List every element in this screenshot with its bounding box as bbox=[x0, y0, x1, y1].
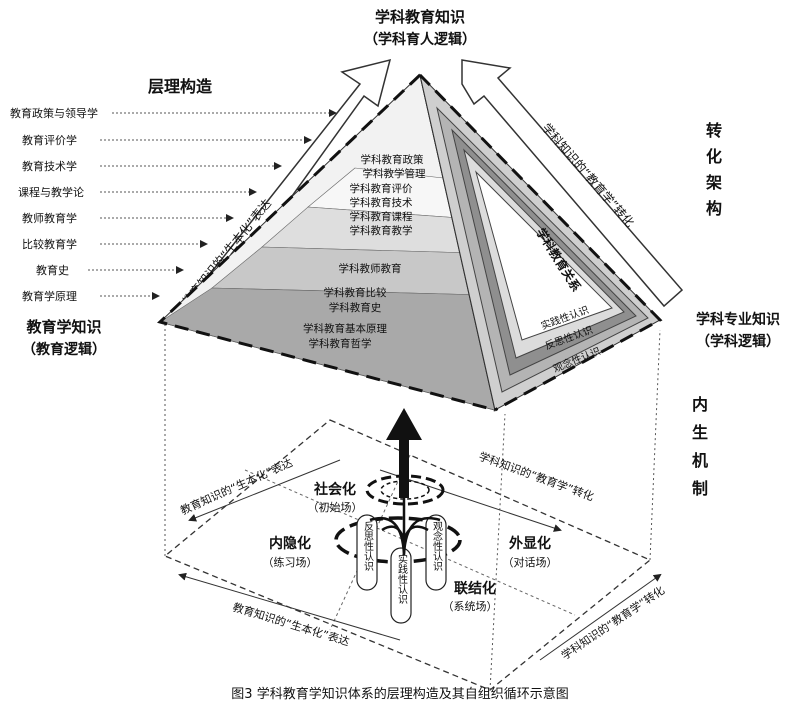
capsule-conceptual bbox=[425, 514, 447, 591]
central-up-arrow bbox=[369, 408, 441, 556]
discipline-item: 教师教育学 bbox=[22, 211, 77, 225]
quadrant-combination-sub: （系统场） bbox=[443, 599, 498, 613]
quadrant-internalization: 内隐化 bbox=[269, 535, 311, 552]
layer2-line2: 学科教育技术 bbox=[350, 196, 413, 209]
base-top-label: 学科知识的“教育学”转化 bbox=[477, 449, 596, 504]
layer4-line1: 学科教育比较 bbox=[324, 286, 387, 299]
discipline-item: 课程与教学论 bbox=[18, 185, 84, 199]
figure-caption: 图3 学科教育学知识体系的层理构造及其自组织循环示意图 bbox=[231, 686, 568, 702]
layer5-line1: 学科教育基本原理 bbox=[303, 322, 387, 335]
discipline-item: 教育评价学 bbox=[22, 133, 77, 147]
discipline-list: 教育政策与领导学 教育评价学 教育技术学 课程与教学论 教师教育学 比较教育学 … bbox=[10, 106, 98, 303]
capsule-reflective-label: 反思性认识 bbox=[362, 521, 374, 572]
quadrant-externalization-sub: （对话场） bbox=[503, 555, 558, 569]
right-heading-3: 架 bbox=[705, 173, 722, 192]
discipline-item: 教育技术学 bbox=[22, 159, 77, 173]
layer4-line2: 学科教育史 bbox=[329, 301, 382, 314]
pyramid-side bbox=[418, 73, 663, 412]
capsule-practical bbox=[390, 547, 412, 624]
layer2-line1: 学科教育评价 bbox=[350, 182, 413, 195]
capsule-conceptual-label: 观念性认识 bbox=[431, 521, 443, 572]
right-heading-4: 构 bbox=[706, 199, 722, 218]
quadrant-combination: 联结化 bbox=[454, 580, 496, 597]
discipline-item: 教育史 bbox=[36, 263, 69, 277]
left-title: 教育学知识 bbox=[25, 318, 101, 336]
layer1-line1: 学科教育政策 bbox=[361, 153, 424, 166]
right-heading-2: 化 bbox=[706, 147, 722, 166]
top-title: 学科教育知识 bbox=[375, 8, 465, 26]
layer2-line4: 学科教育教学 bbox=[350, 224, 413, 237]
mechanism-1: 内 bbox=[692, 395, 708, 414]
pyramid-front bbox=[157, 73, 496, 412]
quadrant-internalization-sub: （练习场） bbox=[263, 555, 318, 569]
left-heading: 层理构造 bbox=[148, 77, 213, 96]
base-bottom-right-label: 学科知识的“教育学”转化 bbox=[559, 583, 667, 662]
quadrant-externalization: 外显化 bbox=[509, 535, 551, 552]
right-heading-1: 转 bbox=[706, 121, 722, 140]
mechanism-3: 机 bbox=[692, 451, 708, 470]
capsule-reflective bbox=[356, 514, 378, 591]
right-subtitle: （学科逻辑） bbox=[696, 333, 780, 350]
layer1-line2: 学科教学管理 bbox=[363, 167, 426, 180]
discipline-item: 比较教育学 bbox=[22, 237, 77, 251]
capsule-practical-label: 实践性认识 bbox=[396, 553, 408, 605]
right-title: 学科专业知识 bbox=[696, 311, 780, 328]
quadrant-socialization: 社会化 bbox=[313, 481, 356, 498]
left-subtitle: （教育逻辑） bbox=[22, 341, 106, 358]
top-subtitle: （学科育人逻辑） bbox=[364, 31, 476, 48]
layer5-line2: 学科教育哲学 bbox=[309, 337, 372, 350]
layer3-line1: 学科教师教育 bbox=[339, 262, 402, 275]
discipline-item: 教育政策与领导学 bbox=[10, 106, 98, 120]
layer2-line3: 学科教育课程 bbox=[350, 210, 413, 223]
quadrant-socialization-sub: （初始场） bbox=[308, 500, 363, 514]
discipline-arrows bbox=[88, 109, 337, 300]
discipline-item: 教育学原理 bbox=[22, 289, 77, 303]
right-hollow-arrow bbox=[461, 59, 684, 308]
mechanism-2: 生 bbox=[692, 423, 708, 442]
base-bottom-left-label: 教育知识的“生本化”表达 bbox=[231, 600, 351, 649]
mechanism-4: 制 bbox=[692, 479, 708, 498]
base-left-label: 教育知识的“生本化”表达 bbox=[178, 455, 295, 517]
